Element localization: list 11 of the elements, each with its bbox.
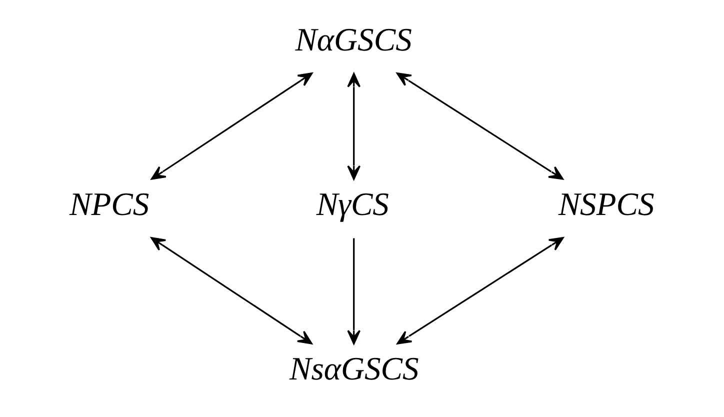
node-text: NsαGSCS (290, 352, 419, 388)
arrow (347, 72, 361, 180)
node-text: NSPCS (558, 187, 654, 224)
node-text: NαGSCS (295, 22, 412, 58)
node-text: NγCS (316, 187, 389, 224)
arrow (347, 238, 361, 344)
node-text: NPCS (70, 187, 150, 224)
arrow (150, 72, 313, 180)
arrow (150, 237, 312, 344)
arrow (396, 237, 564, 344)
arrow (396, 72, 564, 180)
